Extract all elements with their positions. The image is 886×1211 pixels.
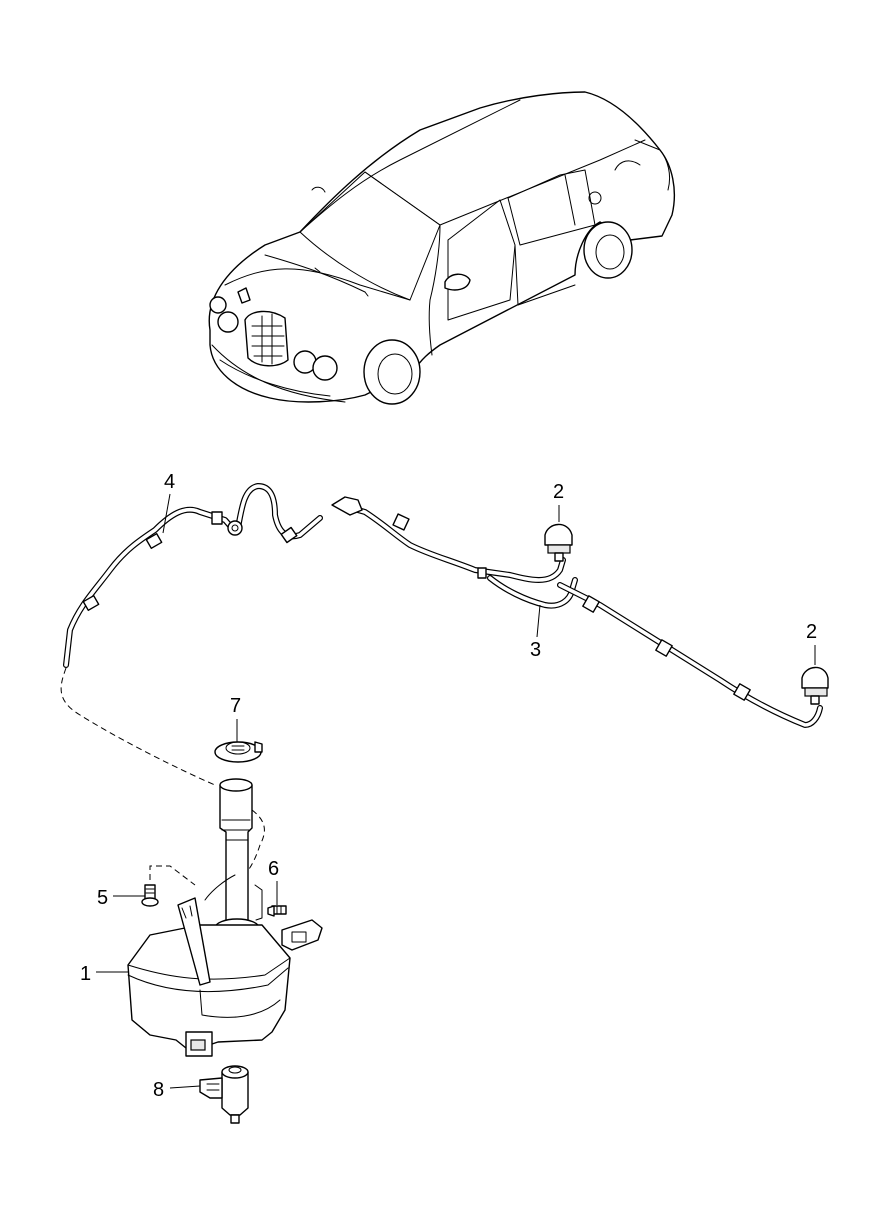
callout-3: 3 <box>530 604 541 661</box>
tank-hose-dashed <box>239 809 265 881</box>
callout-1: 1 <box>80 963 128 985</box>
callout-2-right: 2 <box>806 621 817 665</box>
washer-nozzle-right <box>801 666 829 705</box>
svg-text:4: 4 <box>164 471 175 493</box>
washer-hose-left <box>63 483 323 668</box>
reservoir-cap <box>214 741 263 763</box>
filler-neck <box>214 778 260 938</box>
svg-text:8: 8 <box>153 1079 164 1101</box>
bolt-dashed <box>149 865 196 886</box>
svg-text:3: 3 <box>530 639 541 661</box>
hose-routing-dashed <box>60 667 216 786</box>
svg-text:2: 2 <box>553 481 564 503</box>
svg-text:6: 6 <box>268 858 279 880</box>
callout-6: 6 <box>268 858 279 905</box>
car-illustration <box>208 91 675 405</box>
callout-7: 7 <box>230 695 241 742</box>
callout-8: 8 <box>153 1079 201 1101</box>
washer-pump-motor <box>199 1065 249 1124</box>
svg-text:1: 1 <box>80 963 91 985</box>
svg-text:2: 2 <box>806 621 817 643</box>
svg-text:7: 7 <box>230 695 241 717</box>
washer-nozzle-center <box>544 523 573 562</box>
mounting-screw <box>267 905 287 917</box>
washer-reservoir-tank <box>127 874 323 1057</box>
svg-text:5: 5 <box>97 887 108 909</box>
callout-2-center: 2 <box>553 481 564 522</box>
washer-hose-right <box>331 496 823 728</box>
callout-4: 4 <box>162 471 175 534</box>
mounting-bolt <box>141 884 159 907</box>
callout-5: 5 <box>97 887 145 909</box>
